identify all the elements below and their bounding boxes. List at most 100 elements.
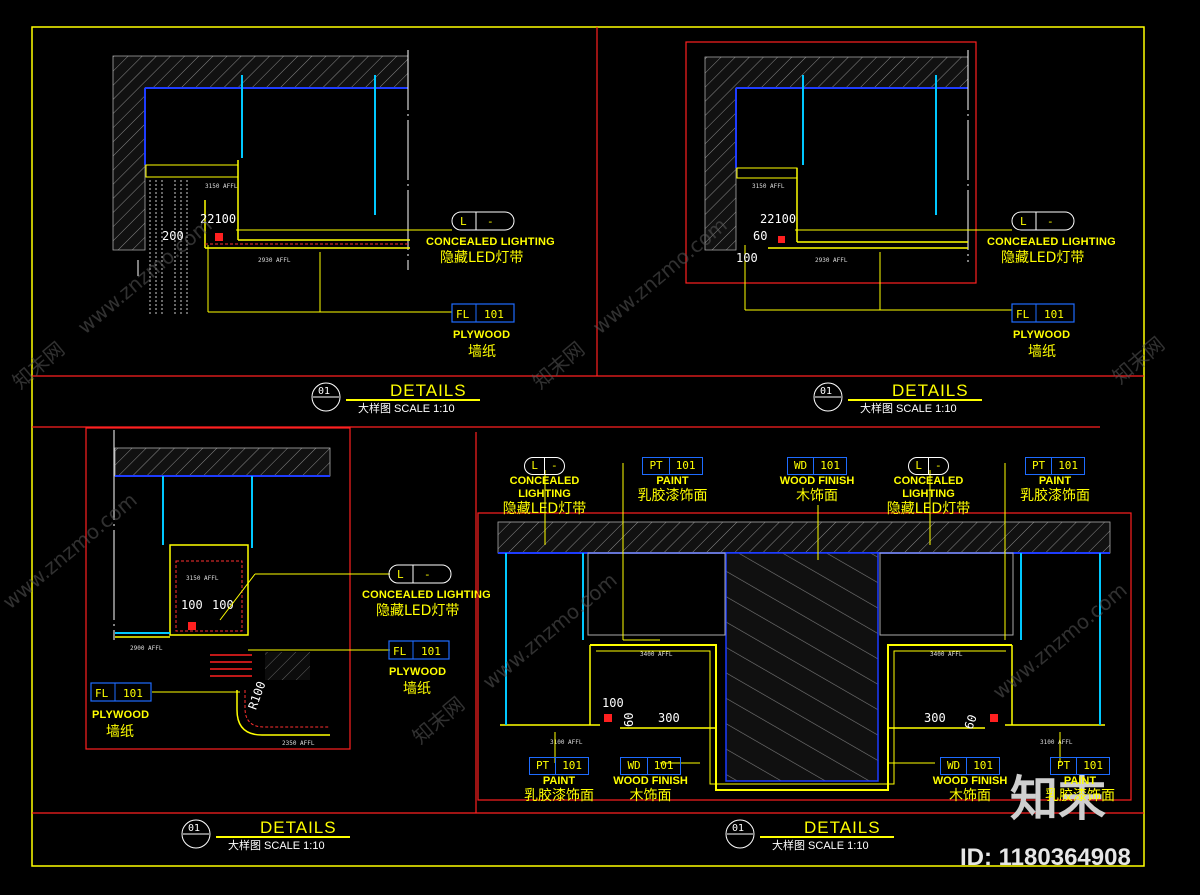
tag-english-label: CONCEALED LIGHTING (509, 475, 580, 500)
svg-text:L: L (397, 568, 404, 581)
detail-bottom-left: 100 100 R100 3150 AFFL 2900 AFFL 2350 AF… (85, 427, 491, 852)
detail-number-bubble (311, 382, 341, 412)
svg-text:www.znzmo.com: www.znzmo.com (988, 578, 1132, 704)
svg-text:墙纸: 墙纸 (106, 724, 134, 740)
svg-text:-: - (487, 215, 494, 228)
tag-chinese-label: 乳胶漆饰面 (524, 788, 594, 804)
svg-text:DETAILS: DETAILS (260, 818, 337, 837)
svg-text:知末网: 知末网 (408, 692, 469, 749)
svg-text:100: 100 (602, 696, 624, 710)
svg-text:PLYWOOD: PLYWOOD (1013, 329, 1070, 341)
svg-text:CONCEALED LIGHTING: CONCEALED LIGHTING (362, 589, 491, 601)
svg-text:100: 100 (181, 598, 203, 612)
beam-section (725, 552, 879, 782)
svg-text:01: 01 (188, 823, 200, 834)
svg-text:3400 AFFL: 3400 AFFL (640, 651, 673, 658)
svg-text:R100: R100 (245, 679, 268, 711)
svg-text:墙纸: 墙纸 (403, 681, 431, 697)
svg-text:100: 100 (736, 251, 758, 265)
svg-text:2930 AFFL: 2930 AFFL (258, 257, 291, 264)
tag-english-label: WOOD FINISH (932, 775, 1008, 787)
lighting-tag (451, 211, 515, 231)
tag-chinese-label: 乳胶漆饰面 (1020, 488, 1090, 504)
svg-text:大样图 SCALE 1:10: 大样图 SCALE 1:10 (228, 838, 325, 852)
tag-english-label: WOOD FINISH (779, 475, 855, 487)
svg-text:3150 AFFL: 3150 AFFL (752, 183, 785, 190)
svg-text:隐藏LED灯带: 隐藏LED灯带 (376, 603, 459, 619)
detail-bottom-right: 100 300 300 60 60 3400 AFFL 3400 AFFL 31… (477, 463, 1132, 801)
svg-text:CONCEALED LIGHTING: CONCEALED LIGHTING (426, 236, 555, 248)
tag-chinese-label: 乳胶漆饰面 (1045, 788, 1115, 804)
detail-top-right: 22100 100 60 3150 AFFL 2930 AFFL L - CON… (685, 41, 1116, 415)
svg-text:300: 300 (924, 711, 946, 725)
detail-number: 01 (732, 823, 744, 834)
svg-text:3100 AFFL: 3100 AFFL (1040, 739, 1073, 746)
svg-text:FL: FL (1016, 308, 1030, 321)
tag-english-label: PAINT (542, 775, 576, 787)
detail-title: DETAILS (804, 818, 881, 837)
svg-text:3400 AFFL: 3400 AFFL (930, 651, 963, 658)
brand-logo: 知末 (1010, 771, 1106, 827)
svg-text:-: - (1047, 215, 1054, 228)
tag-chinese-label: 木饰面 (796, 488, 838, 504)
svg-text:2900 AFFL: 2900 AFFL (130, 645, 163, 652)
svg-text:L: L (460, 215, 467, 228)
svg-text:60: 60 (622, 713, 636, 727)
svg-text:知末网: 知末网 (8, 337, 69, 394)
svg-text:101: 101 (484, 308, 504, 321)
drawing-frame (31, 26, 1145, 867)
svg-text:大样图 SCALE 1:10: 大样图 SCALE 1:10 (860, 401, 957, 415)
material-code-tag: L- (908, 457, 949, 475)
svg-text:3150 AFFL: 3150 AFFL (186, 575, 219, 582)
tag-english-label: CONCEALED LIGHTING (893, 475, 964, 500)
detail-scale: 大样图 SCALE 1:10 (772, 838, 869, 852)
svg-text:PLYWOOD: PLYWOOD (92, 709, 149, 721)
svg-text:101: 101 (421, 645, 441, 658)
svg-text:大样图 SCALE 1:10: 大样图 SCALE 1:10 (358, 401, 455, 415)
svg-text:PLYWOOD: PLYWOOD (389, 666, 446, 678)
svg-text:22100: 22100 (200, 212, 236, 226)
tag-chinese-label: 隐藏LED灯带 (502, 501, 587, 517)
tag-english-label: PAINT (1063, 775, 1097, 787)
svg-text:22100: 22100 (760, 212, 796, 226)
svg-text:FL: FL (95, 687, 109, 700)
svg-text:01: 01 (318, 386, 330, 397)
material-code-tag: L- (524, 457, 565, 475)
svg-text:60: 60 (753, 229, 767, 243)
svg-text:CONCEALED LIGHTING: CONCEALED LIGHTING (987, 236, 1116, 248)
svg-text:隐藏LED灯带: 隐藏LED灯带 (440, 250, 523, 266)
svg-text:隐藏LED灯带: 隐藏LED灯带 (1001, 250, 1084, 266)
svg-text:DETAILS: DETAILS (892, 381, 969, 400)
svg-text:3100 AFFL: 3100 AFFL (550, 739, 583, 746)
svg-text:100: 100 (212, 598, 234, 612)
svg-text:www.znzmo.com: www.znzmo.com (0, 488, 142, 614)
svg-text:-: - (424, 568, 431, 581)
tag-chinese-label: 木饰面 (629, 788, 672, 804)
svg-text:3150 AFFL: 3150 AFFL (205, 183, 238, 190)
svg-text:2350 AFFL: 2350 AFFL (282, 740, 315, 747)
svg-text:L: L (1020, 215, 1027, 228)
detail-top-left: 22100 200 3150 AFFL 2930 AFFL L - CONCEA… (112, 50, 555, 415)
svg-text:www.znzmo.com: www.znzmo.com (588, 213, 732, 339)
svg-text:200: 200 (162, 229, 184, 243)
svg-text:PLYWOOD: PLYWOOD (453, 329, 510, 341)
tag-english-label: PAINT (656, 475, 689, 487)
svg-text:知末网: 知末网 (1108, 332, 1169, 389)
svg-text:墙纸: 墙纸 (468, 344, 496, 360)
svg-text:300: 300 (658, 711, 680, 725)
tag-chinese-label: 乳胶漆饰面 (637, 488, 708, 504)
svg-text:知末网: 知末网 (528, 337, 589, 394)
